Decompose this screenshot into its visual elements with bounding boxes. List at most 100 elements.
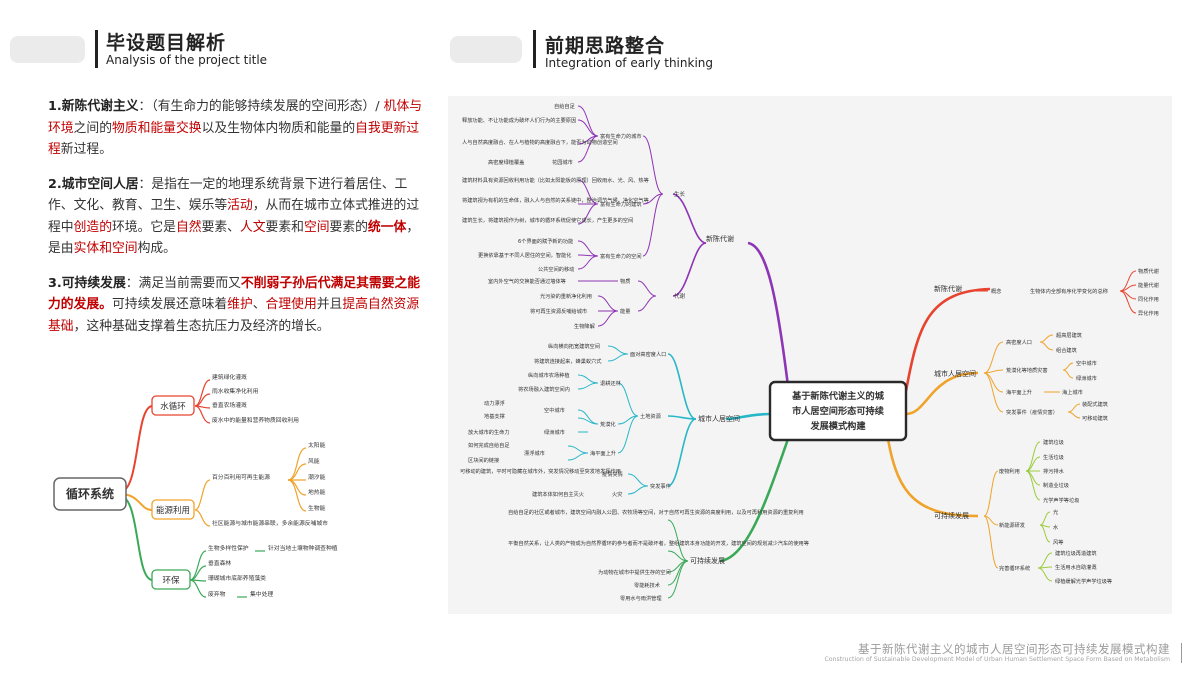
text: 可持续发展还意味着: [111, 297, 228, 312]
edge: [1025, 470, 1041, 501]
leaf: 建筑材料具有资源回收利用功能（比如太阳能板的原理）回收雨水、光、风、热等: [462, 176, 649, 184]
leaf: 海上城市: [1062, 388, 1083, 396]
edge: [667, 415, 697, 420]
leaf: 更换依靠基于不同人居住的空间，智能化: [478, 251, 571, 259]
leaf: 垂直森林: [208, 559, 231, 567]
water-label: 水循环: [160, 401, 186, 412]
colon: ：: [138, 99, 152, 114]
analysis-metabolism: 1.新陈代谢主义：（有生命力的能够持续发展的空间形态）/ 机体与环境之间的物质和…: [48, 96, 424, 161]
leaf: 区块间的链接: [468, 456, 499, 464]
node-label: 高密度人口: [1006, 338, 1032, 346]
node-label: 富有生命力的建筑: [600, 200, 642, 208]
edge: [642, 193, 664, 205]
text: ，从而在城市立体式推进的过程中: [48, 198, 420, 235]
header-tag-right: [450, 36, 522, 63]
node-label: 漂浮城市: [524, 449, 545, 457]
leaf: 社区能源与城市能源串联，多余能源反哺城市: [212, 519, 328, 527]
left-section-title: 毕设题目解析: [106, 32, 227, 54]
term-metabolism: 1.新陈代谢主义: [48, 99, 139, 114]
leaf: 绿洲城市: [1076, 374, 1097, 382]
edge: [627, 473, 649, 487]
leaf: 人与自然高度融合、在人与植物的高度融合下，能否为动物创造空间: [462, 138, 618, 146]
text: （有生命力的能够持续发展的空间形态）/: [151, 99, 384, 114]
leaf: 针对当地土壤物种调查种植: [268, 544, 338, 552]
highlight: 不削弱子孙后代满足其需要之能力的发展。: [48, 275, 421, 313]
edge: [1025, 470, 1041, 486]
leaf: 将建筑连接起来，蜂巢蚁穴式: [534, 357, 602, 365]
highlight: 活动: [227, 198, 253, 213]
node-label: 荒漠化: [600, 420, 616, 428]
node-label: 新陈代谢: [934, 284, 962, 293]
highlight: 维护: [227, 297, 253, 312]
footer-title-zh: 基于新陈代谢主义的城市人居空间形态可持续发展模式构建: [858, 642, 1170, 656]
leaf: 生物体内全部有序化学变化的总称: [1030, 287, 1108, 295]
edge: [983, 515, 999, 569]
thinking-mindmap-panel: 新陈代谢 生长 代谢 富有生命力的城市 自给自足 释放功能、不让功能成为破坏人们…: [448, 96, 1172, 614]
node-label: 能量: [620, 307, 630, 315]
term-urban-space: 2.城市空间人居: [48, 176, 139, 192]
leaf: 建筑生长，将建筑视作为树，城市的循环系统促使它成长，产生更多的空间: [462, 216, 633, 224]
edge: [1062, 362, 1074, 371]
edge: [667, 550, 689, 562]
header-divider-right: [533, 30, 536, 68]
urban-right-labels: 城市人居空间 高密度人口 超高层建筑 组合建筑 荒漠化等地质灾害 空中城市 绿洲…: [934, 331, 1109, 422]
node-label: 海平面上升: [1006, 388, 1032, 396]
edge: [577, 179, 599, 205]
leaf: 异化作用: [1138, 309, 1159, 317]
central-label-line: 市人居空间形态可持续: [792, 405, 885, 417]
edge: [577, 255, 599, 270]
edge: [287, 479, 307, 496]
text: 新过程。: [60, 142, 112, 157]
edge: [1037, 567, 1053, 582]
edge: [194, 405, 211, 424]
leaf: 地热能: [308, 488, 326, 496]
text: 、: [252, 297, 266, 312]
branch-urban-left: [725, 412, 772, 421]
node-label: 荒漠化等地质灾害: [1006, 366, 1048, 374]
edge: [637, 295, 657, 312]
leaf: 平衡自然关系，让人类的产物成为自然界循环的参与者而不是破坏者，整组建筑本身功能的…: [508, 539, 809, 547]
term-sustainability: 3.可持续发展: [48, 275, 126, 291]
env-label: 环保: [162, 575, 180, 586]
highlight: 实体和空间: [73, 241, 138, 256]
leaf: 光: [1053, 508, 1058, 516]
edge: [577, 417, 599, 425]
branch-sustain-right: [886, 438, 979, 518]
node-label: 绿洲城市: [544, 428, 565, 436]
leaf: 零能耗技术: [634, 581, 660, 589]
edge: [577, 135, 599, 163]
text: 以及生物体内物质和能量的: [201, 120, 356, 136]
leaf: 纵向城市农场种植: [528, 371, 570, 379]
edge: [1025, 441, 1041, 472]
leaf: 太阳能: [308, 441, 326, 449]
edge: [637, 280, 657, 297]
highlight: 提高自然资源基础: [48, 297, 420, 334]
edge: [617, 382, 639, 417]
edge: [577, 374, 599, 384]
edge: [627, 485, 649, 495]
edge: [983, 470, 999, 517]
leaf: 6个界面的赋予新的功能: [518, 237, 573, 245]
edge: [642, 135, 664, 195]
highlight: 自然: [175, 219, 202, 235]
leaf: 能量代谢: [1138, 281, 1159, 289]
highlight: 空间: [303, 219, 330, 235]
text: ，这种基础支撑着生态抗压力及经济的增长。: [73, 318, 330, 334]
node-label: 突发事件（疫情灾害）: [1006, 408, 1058, 416]
leaf: 风能: [308, 457, 320, 465]
left-section-subtitle: Analysis of the project title: [106, 53, 268, 67]
leaf: 如何完成自给自足: [468, 441, 510, 449]
colon: ：: [125, 275, 139, 291]
edge: [577, 105, 599, 137]
node-label: 面对高密度人口: [630, 350, 666, 358]
urban-left-labels: 城市人居空间 面对高密度人口 纵向横向拓宽建筑空间 将建筑连接起来，蜂巢蚁穴式 …: [460, 342, 740, 498]
edge: [607, 353, 629, 362]
text: 要素的: [329, 219, 368, 235]
leaf: 百分百利用可再生能源: [212, 473, 270, 481]
header-divider-left: [95, 30, 98, 68]
edge: [1025, 456, 1041, 472]
edge: [672, 193, 707, 244]
node-label: 火灾: [612, 490, 622, 498]
edge: [597, 295, 619, 312]
leaf: 垂直农场灌溉: [212, 401, 247, 409]
